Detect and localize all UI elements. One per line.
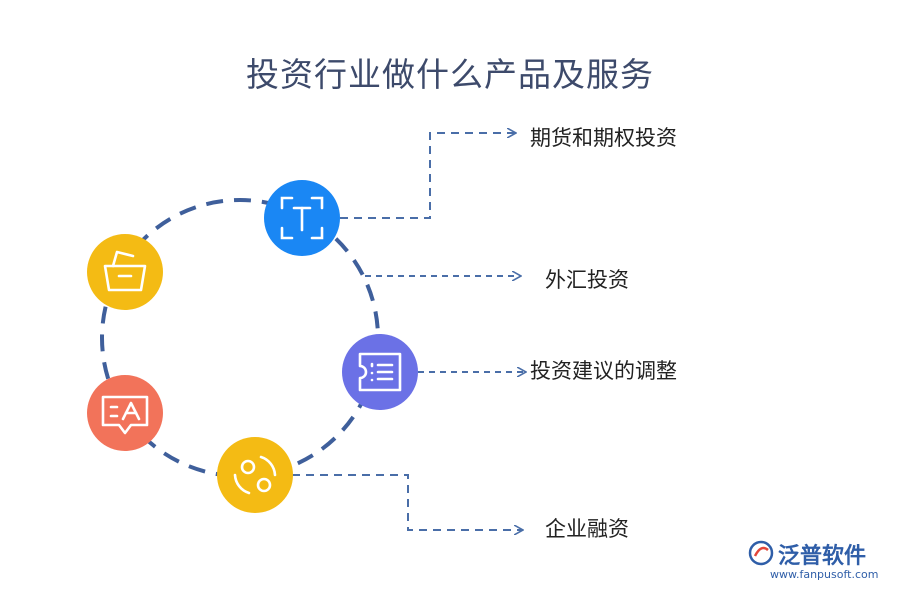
node-advice-adjust (342, 334, 418, 410)
brand-logo-icon (748, 540, 774, 566)
basket-icon (103, 250, 147, 292)
label-advice-adjust: 投资建议的调整 (530, 359, 677, 383)
node-futures-options (264, 180, 340, 256)
connector-1 (340, 133, 515, 219)
page-title: 投资行业做什么产品及服务 (246, 55, 654, 94)
label-corporate-finance: 企业融资 (545, 517, 629, 541)
node-translate (87, 375, 163, 451)
focus-text-icon (280, 196, 324, 240)
connector-4 (292, 474, 522, 530)
brand-watermark: 泛普软件 www.fanpusoft.com (748, 538, 888, 590)
node-circle (217, 437, 293, 513)
translate-message-icon (101, 395, 149, 435)
exchange-cycle-icon (233, 455, 277, 495)
label-forex: 外汇投资 (545, 268, 629, 292)
brand-url: www.fanpusoft.com (770, 568, 879, 581)
ticket-list-icon (358, 352, 402, 392)
label-futures-options: 期货和期权投资 (530, 126, 677, 150)
brand-name: 泛普软件 (778, 544, 867, 569)
node-corporate-finance (217, 437, 293, 513)
node-basket (87, 234, 163, 310)
node-circle (87, 234, 163, 310)
